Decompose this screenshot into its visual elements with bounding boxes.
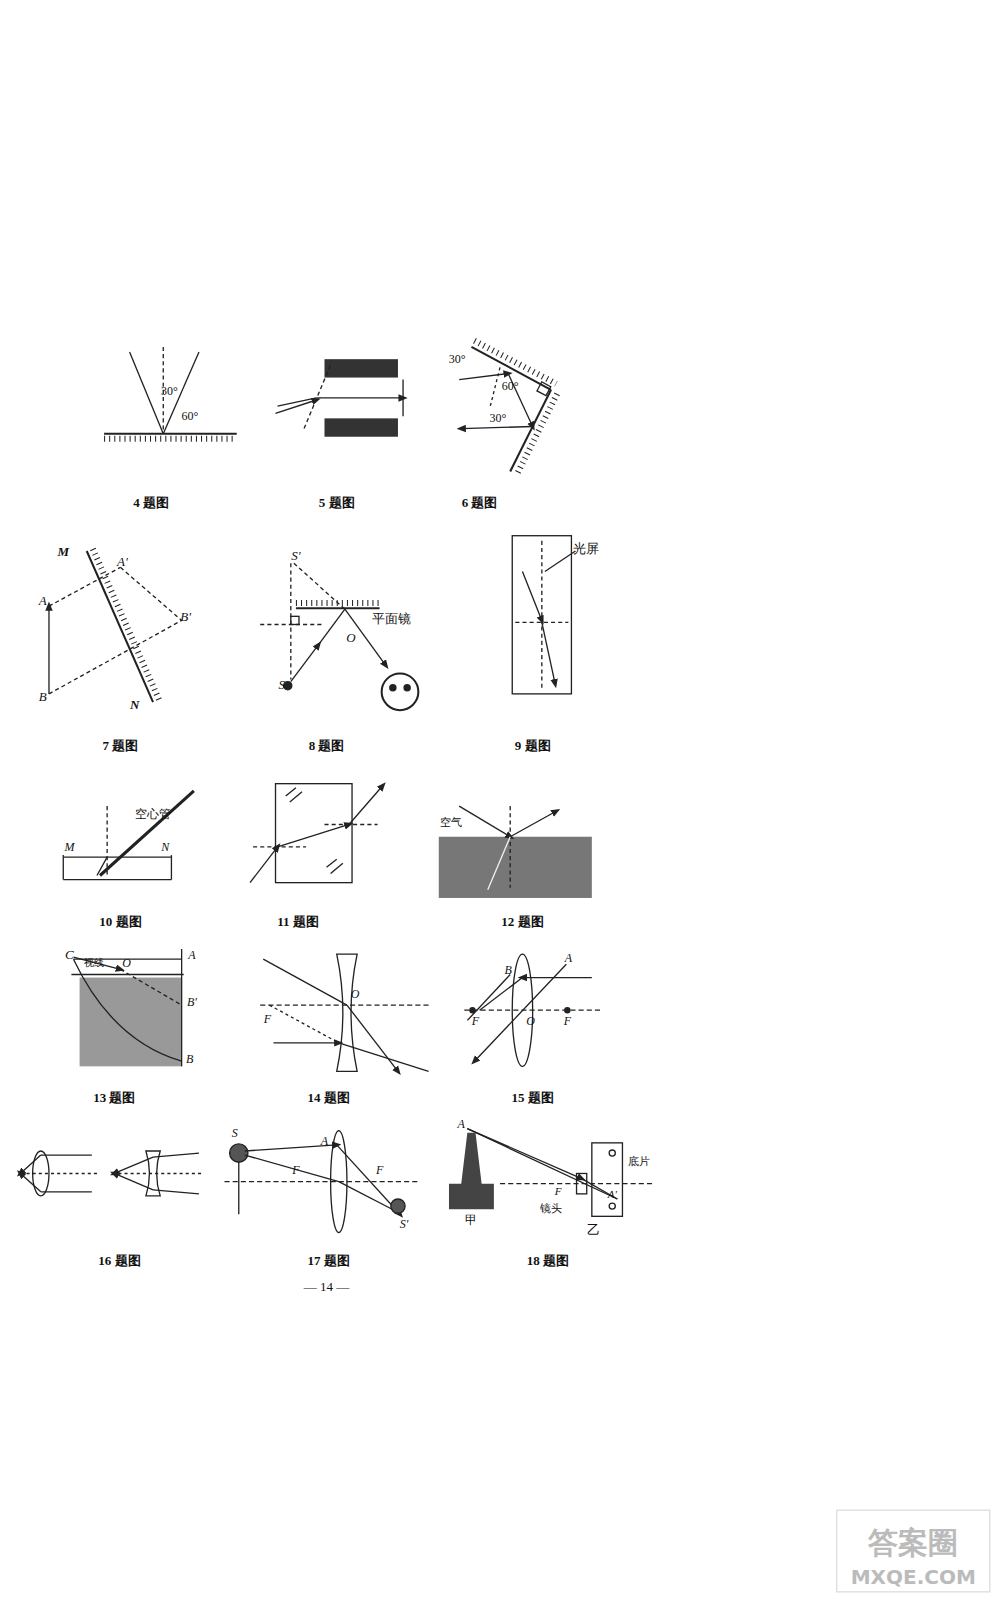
figure-label: 底片 xyxy=(628,1156,650,1167)
figure-label: O xyxy=(122,957,131,969)
figure-label: A xyxy=(321,1135,328,1147)
figure-label: A xyxy=(188,949,195,961)
figure-label: 30° xyxy=(449,353,466,365)
figure-label: 空心管 xyxy=(135,808,171,820)
figure-label: F xyxy=(264,1013,271,1025)
figure-label: S xyxy=(232,1127,238,1139)
figure-label: — 14 — xyxy=(304,1279,350,1292)
figure-caption: 14 题图 xyxy=(307,1090,349,1103)
figure-caption: 10 题图 xyxy=(99,915,141,928)
figure-label: C xyxy=(65,948,74,961)
figure-caption: 9 题图 xyxy=(515,738,551,751)
figure-label: O xyxy=(346,630,355,643)
figure-caption: 6 题图 xyxy=(462,496,498,509)
figure-label: 答案圈 xyxy=(868,1528,958,1558)
figure-label: 30° xyxy=(490,412,507,424)
figure-label: F xyxy=(376,1164,383,1176)
figure-caption: 11 题图 xyxy=(277,915,319,928)
figure-label: S' xyxy=(400,1218,409,1230)
figure-label: 60° xyxy=(502,380,519,392)
figure-label: F xyxy=(472,1015,479,1027)
figure-label: 30° xyxy=(161,385,178,397)
figure-label: O xyxy=(351,988,360,1000)
figure-label: 乙 xyxy=(587,1222,600,1235)
figure-label: A xyxy=(565,952,572,964)
figure-label: S' xyxy=(291,549,300,562)
figure-label: 平面镜 xyxy=(372,612,411,625)
figure-label: B xyxy=(504,964,511,976)
figure-label: 镜头 xyxy=(540,1203,562,1214)
figure-caption: 18 题图 xyxy=(527,1254,569,1267)
figure-label: B' xyxy=(180,610,191,623)
figure-label: M xyxy=(57,545,69,558)
figure-label: F xyxy=(555,1185,562,1196)
figure-caption: 17 题图 xyxy=(307,1254,349,1267)
figure-label: S xyxy=(278,677,285,690)
figure-label: MXQE.COM xyxy=(851,1567,976,1587)
figure-label: A xyxy=(39,594,47,607)
figure-caption: 13 题图 xyxy=(93,1090,135,1103)
figure-label: B xyxy=(186,1053,193,1065)
figure-label: M xyxy=(64,841,74,853)
figure-label: 甲 xyxy=(465,1214,477,1226)
figure-label: O xyxy=(526,1015,535,1027)
figure-label: 视线 xyxy=(84,958,104,968)
figure-label: 空气 xyxy=(440,817,462,828)
figure-label: A xyxy=(458,1118,465,1130)
figure-label: B xyxy=(39,689,47,702)
figure-caption: 4 题图 xyxy=(133,496,169,509)
figure-label: N xyxy=(130,698,139,711)
figure-label: 光屏 xyxy=(573,541,599,554)
figure-label: F xyxy=(292,1164,299,1176)
figure-label: N xyxy=(161,841,169,853)
figure-label: F xyxy=(564,1015,571,1027)
figure-caption: 16 题图 xyxy=(98,1254,140,1267)
figure-label: B' xyxy=(187,996,197,1008)
figure-caption: 7 题图 xyxy=(103,738,139,751)
figure-label: A' xyxy=(117,555,128,568)
figure-label: A' xyxy=(608,1188,617,1199)
figure-caption: 8 题图 xyxy=(309,738,345,751)
figure-caption: 15 题图 xyxy=(512,1090,554,1103)
figure-caption: 5 题图 xyxy=(319,496,355,509)
figure-label: 60° xyxy=(181,410,198,422)
figure-caption: 12 题图 xyxy=(501,915,543,928)
